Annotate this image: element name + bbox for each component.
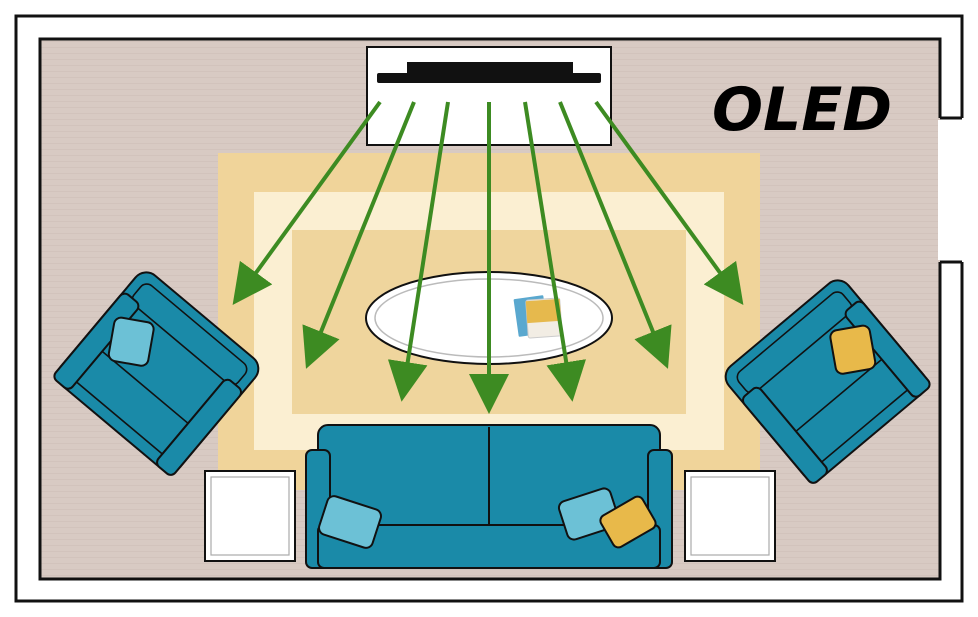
oled-label: OLED — [712, 75, 892, 145]
arrow-3 — [387, 101, 450, 402]
armchair-right-pillow — [829, 324, 877, 375]
armchair-left — [53, 271, 260, 476]
inner-wall — [38, 37, 942, 581]
doorway-gap — [938, 120, 964, 260]
side-table-right — [684, 470, 776, 562]
armchair-right — [724, 279, 931, 484]
side-table-left — [204, 470, 296, 562]
arrow-5 — [523, 101, 586, 402]
tv-stand — [377, 73, 601, 83]
arrow-6 — [558, 101, 672, 369]
armchair-left-pillow — [107, 316, 155, 367]
pillow-right-yellow — [599, 495, 657, 549]
arrow-2 — [302, 101, 416, 369]
sofa — [305, 424, 673, 569]
tv-screen — [407, 62, 573, 74]
viewing-angle-arrows — [232, 100, 744, 414]
arrow-7 — [594, 100, 744, 305]
pillow-left — [318, 495, 382, 549]
arrow-1 — [232, 100, 382, 305]
outer-wall — [14, 14, 964, 603]
magazines — [511, 293, 563, 339]
